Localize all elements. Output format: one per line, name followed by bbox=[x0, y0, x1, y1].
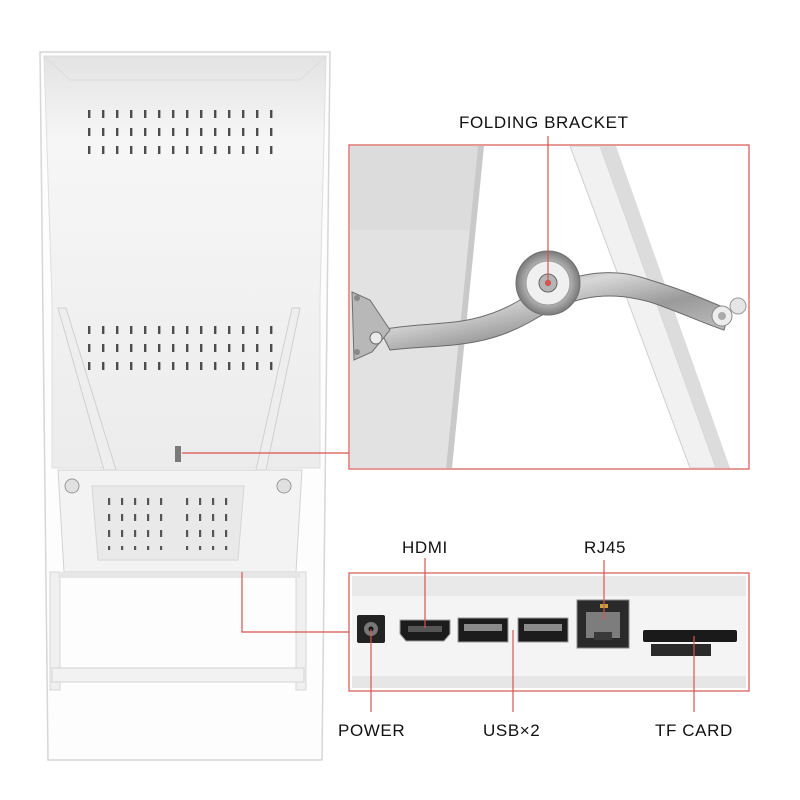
vent-grille bbox=[108, 494, 170, 550]
stand-tube bbox=[569, 146, 717, 468]
rj45-label: RJ45 bbox=[584, 538, 627, 557]
kiosk-stand-rear-view bbox=[39, 51, 331, 761]
usb-label: USB×2 bbox=[483, 721, 541, 740]
vent-grille bbox=[86, 318, 180, 370]
tf-card-label: TF CARD bbox=[655, 721, 733, 740]
vent-grille bbox=[86, 108, 180, 160]
speaker-icon bbox=[276, 478, 292, 494]
callout-line bbox=[241, 572, 349, 633]
folding-bracket-label: FOLDING BRACKET bbox=[459, 113, 629, 132]
folding-bracket-detail bbox=[182, 136, 750, 470]
base-crossbar bbox=[51, 667, 305, 683]
speaker-icon bbox=[64, 478, 80, 494]
vent-grille bbox=[178, 494, 238, 550]
hdmi-label: HDMI bbox=[402, 538, 448, 557]
vent-grille bbox=[186, 108, 280, 160]
vent-grille bbox=[186, 318, 280, 370]
hinge-marker bbox=[175, 446, 181, 462]
power-label: POWER bbox=[338, 721, 406, 740]
io-port-panel-detail bbox=[241, 558, 750, 712]
tf-card-slot-icon bbox=[643, 630, 737, 642]
